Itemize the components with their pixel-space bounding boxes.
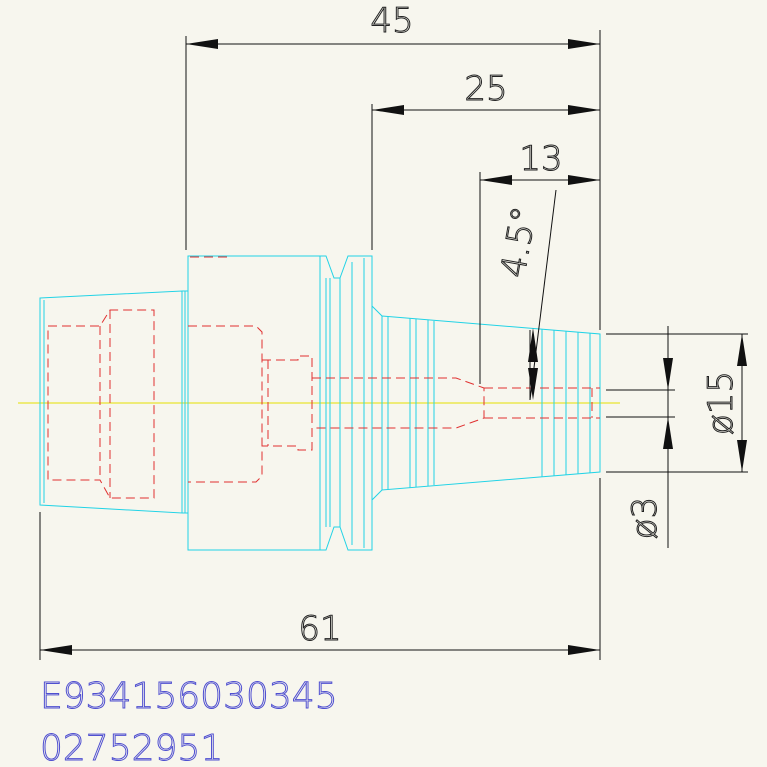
dim-label-25: 25 [464, 69, 507, 109]
dimension-lines [39, 30, 748, 660]
dim-label-45: 45 [370, 1, 413, 41]
part-code-line2: 02752951 [40, 728, 223, 767]
dim-label-dia15: ø15 [701, 371, 741, 435]
dim-label-angle: 4.5° [493, 204, 545, 281]
part-code-line1: E934156030345 [40, 676, 338, 717]
part-outline [39, 255, 601, 551]
dim-label-13: 13 [519, 139, 562, 179]
dim-label-dia3: ø3 [625, 497, 665, 539]
hidden-lines [47, 256, 600, 499]
dim-label-61: 61 [298, 609, 341, 649]
arrowheads [40, 39, 747, 655]
